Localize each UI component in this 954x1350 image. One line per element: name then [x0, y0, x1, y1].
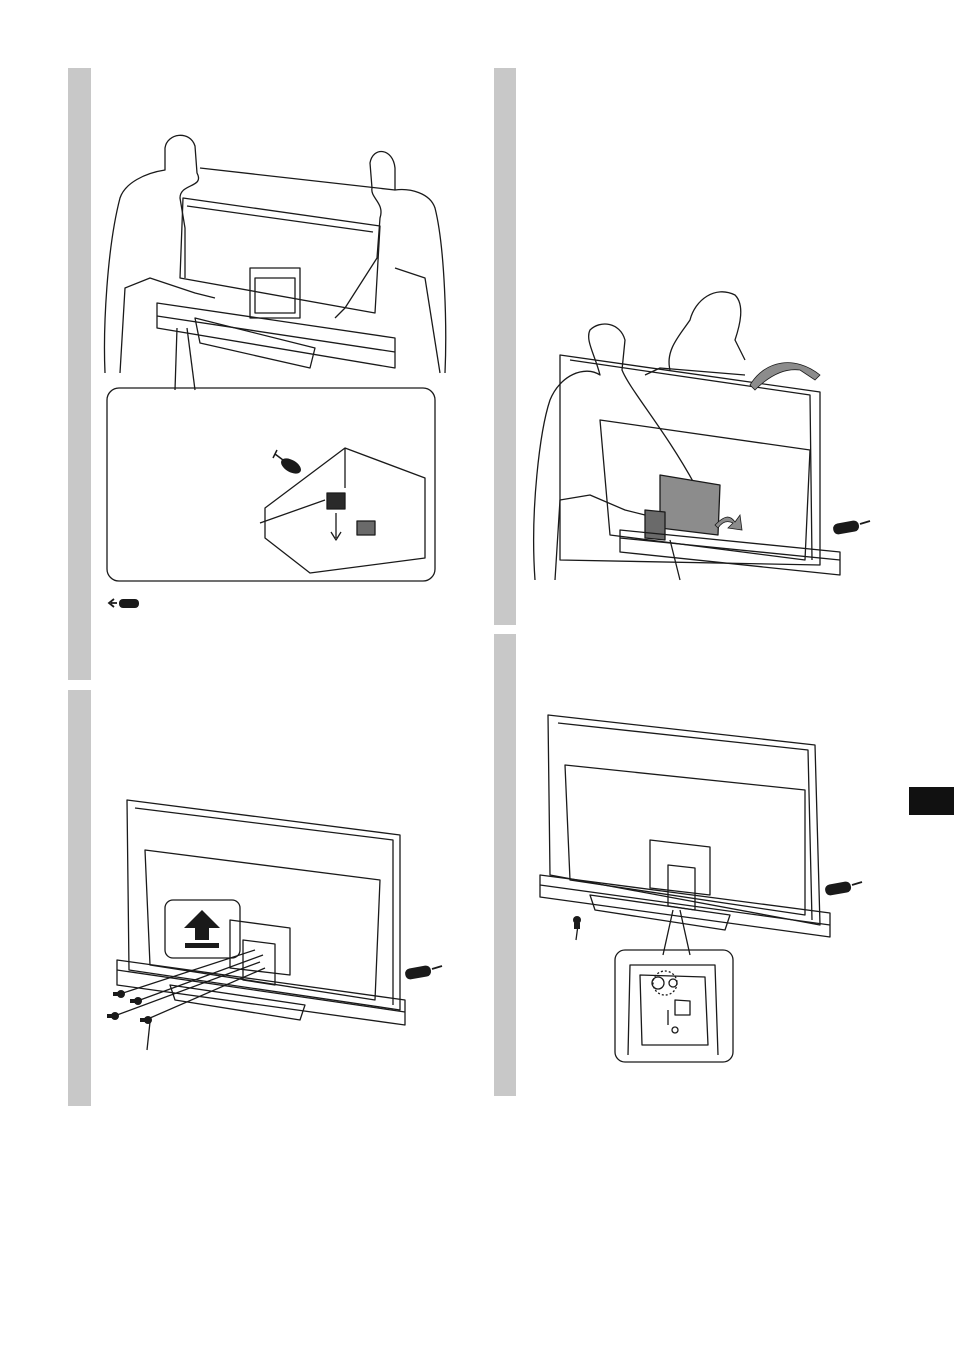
illustration-lift-tv — [95, 128, 455, 598]
illustration-insert-screws — [105, 800, 445, 1050]
illustration-fix-screw — [540, 715, 870, 1065]
screwdriver-icon — [832, 520, 870, 535]
up-arrow-icon — [184, 910, 220, 940]
language-tab-marker — [909, 787, 954, 815]
illustration-remove-cover — [530, 280, 875, 580]
step-bar-1 — [68, 68, 91, 680]
screwdriver-icon — [824, 881, 862, 896]
screwdriver-icon — [404, 965, 442, 980]
step-bar-2 — [494, 68, 516, 625]
screwdriver-icon — [273, 450, 304, 477]
step-bar-4 — [494, 634, 516, 1096]
step-bar-3 — [68, 690, 91, 1106]
screwdriver-arrow-icon — [109, 599, 139, 608]
